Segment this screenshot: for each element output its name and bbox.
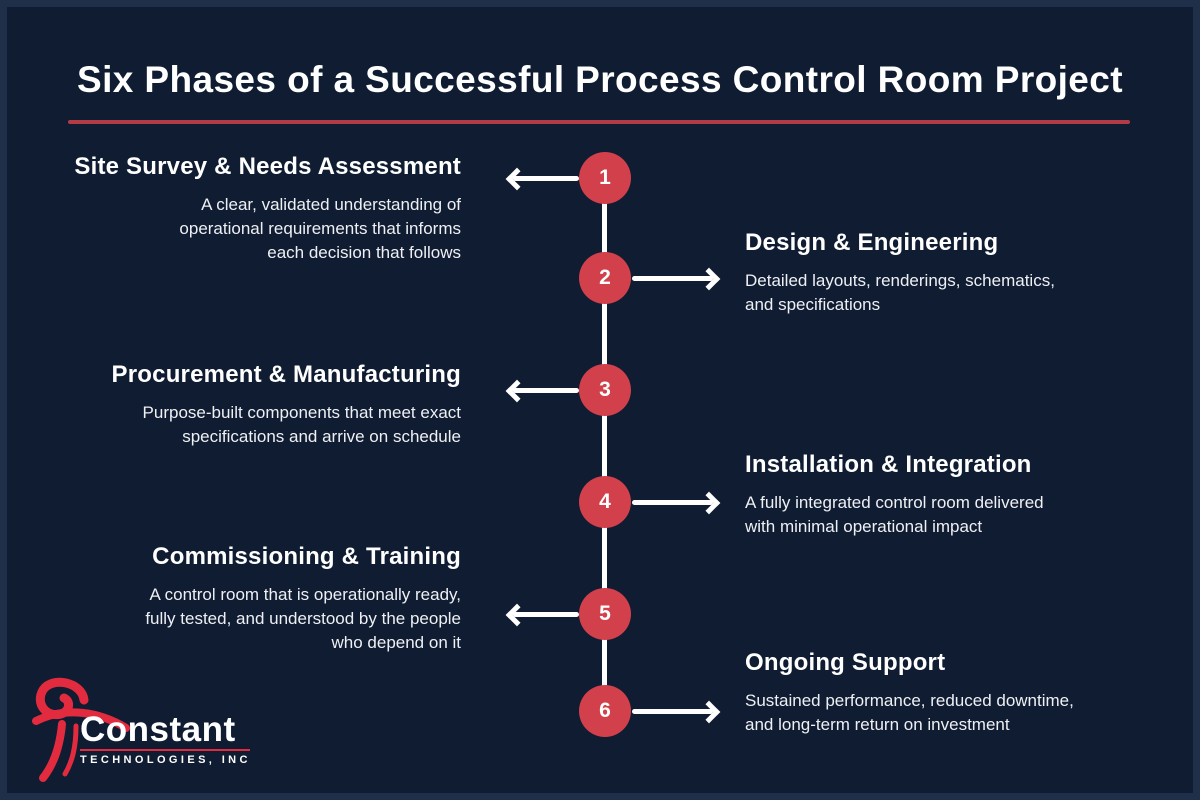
phase-3-block: Procurement & Manufacturing Purpose-buil… [11, 360, 461, 449]
phase-6-block: Ongoing Support Sustained performance, r… [745, 648, 1175, 737]
phase-4-heading: Installation & Integration [745, 451, 1032, 478]
page-title: Six Phases of a Successful Process Contr… [76, 59, 1123, 100]
arrow-right-icon [632, 276, 713, 281]
phase-6-description: Sustained performance, reduced downtime,… [745, 691, 1074, 734]
phase-1-marker: 1 [579, 152, 631, 204]
arrow-left-icon [513, 388, 579, 393]
arrow-left-icon [513, 612, 579, 617]
timeline-line [602, 178, 607, 711]
phase-3-heading: Procurement & Manufacturing [111, 361, 461, 388]
arrow-left-icon [513, 176, 579, 181]
phase-6-marker: 6 [579, 685, 631, 737]
phase-4-description: A fully integrated control room delivere… [745, 493, 1044, 536]
phase-5-block: Commissioning & Training A control room … [11, 542, 461, 655]
phase-4-marker: 4 [579, 476, 631, 528]
phase-5-heading: Commissioning & Training [152, 543, 461, 570]
arrow-right-icon [632, 500, 713, 505]
phase-5-description: A control room that is operationally rea… [145, 585, 461, 652]
phase-4-block: Installation & Integration A fully integ… [745, 450, 1175, 539]
constant-logo-swirl-icon [18, 674, 133, 789]
constant-logo: Constant TECHNOLOGIES, INC [18, 674, 268, 784]
phase-3-marker: 3 [579, 364, 631, 416]
phase-4-number: 4 [599, 490, 611, 513]
phase-1-block: Site Survey & Needs Assessment A clear, … [11, 152, 461, 265]
phase-6-heading: Ongoing Support [745, 649, 946, 676]
phase-5-marker: 5 [579, 588, 631, 640]
constant-logo-subtext: TECHNOLOGIES, INC [80, 754, 251, 766]
constant-logo-text: Constant TECHNOLOGIES, INC [80, 712, 251, 766]
constant-logo-wordmark: Constant [80, 710, 236, 749]
title-underline [68, 120, 1130, 124]
phase-2-description: Detailed layouts, renderings, schematics… [745, 271, 1055, 314]
phase-6-number: 6 [599, 699, 611, 722]
constant-logo-rule [80, 749, 250, 751]
phase-1-number: 1 [599, 166, 611, 189]
phase-2-number: 2 [599, 266, 611, 289]
phase-3-description: Purpose-built components that meet exact… [142, 403, 461, 446]
phase-1-description: A clear, validated understanding of oper… [179, 195, 461, 262]
phase-3-number: 3 [599, 378, 611, 401]
phase-5-number: 5 [599, 602, 611, 625]
phase-1-heading: Site Survey & Needs Assessment [74, 153, 461, 180]
arrow-right-icon [632, 709, 713, 714]
phase-2-block: Design & Engineering Detailed layouts, r… [745, 228, 1175, 317]
phase-2-heading: Design & Engineering [745, 229, 999, 256]
phase-2-marker: 2 [579, 252, 631, 304]
